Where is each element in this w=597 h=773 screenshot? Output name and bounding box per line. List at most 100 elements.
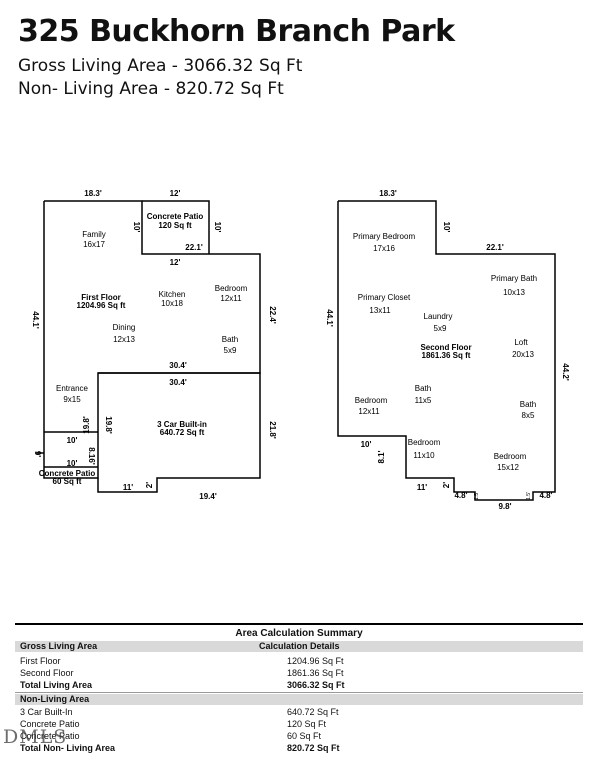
second-floor-outline [337,200,556,501]
room-size: 5x9 [434,324,447,333]
room-size: 12x13 [113,335,135,344]
room-size: 16x17 [83,240,105,249]
dim-label: 8.1' [377,450,386,463]
dim-label: 10' [67,436,78,445]
dim-label: 19.8' [82,416,91,434]
table-row: 3 Car Built-In 640.72 Sq Ft [15,707,583,719]
row-label: First Floor [20,656,61,666]
room-size: 12x11 [358,407,380,416]
dim-label: 19.8' [104,416,113,434]
dim-label: 18.3' [84,189,102,198]
room-name: Bath [222,335,238,344]
area-summary-table: Area Calculation Summary Gross Living Ar… [15,623,583,773]
row-label: Concrete Patio [20,719,80,729]
dim-label: 22.1' [486,243,504,252]
dim-label: 11' [123,483,133,492]
first-floor-labels: 18.3' 12' 10' 10' 12' 22.1' 44.1' 22.4' … [31,189,277,501]
page-title: 325 Buckhorn Branch Park [18,14,455,49]
room-name: Family [82,230,106,239]
summary-title: Area Calculation Summary [235,628,363,639]
row-value: 640.72 Sq Ft [287,707,339,717]
table-row: Concrete Patio 60 Sq Ft [15,731,583,743]
room-size: 11x10 [413,451,435,460]
gross-area-line: Gross Living Area - 3066.32 Sq Ft [18,56,303,76]
room-size: 17x16 [373,244,395,253]
row-label: Second Floor [20,668,74,678]
room-size: 10x18 [161,299,183,308]
total-row: Total Non- Living Area 820.72 Sq Ft [15,743,583,755]
row-value: 1204.96 Sq Ft [287,656,344,666]
gross-living-header: Gross Living Area Calculation Details [15,641,583,652]
room-name: 3 Car Built-in [157,420,207,429]
room-size: 120 Sq ft [158,221,192,230]
room-name: Concrete Patio [147,212,204,221]
room-name: First Floor [81,293,121,302]
nonliving-header-label: Non-Living Area [20,694,90,704]
table-row: Second Floor 1861.36 Sq Ft [15,668,583,680]
row-label: Total Living Area [20,680,93,690]
summary-top-rule [15,623,583,625]
dim-label: 1.5' [474,492,480,500]
room-name: Primary Bath [491,274,537,283]
dim-label: 10' [361,440,372,449]
room-name: Bedroom [215,284,248,293]
room-size: 640.72 Sq ft [160,428,205,437]
dim-label: 10' [132,222,141,233]
dim-label: 10' [213,222,222,233]
room-size: 1204.96 Sq ft [77,301,126,310]
dim-label: 30.4' [169,378,187,387]
table-row: First Floor 1204.96 Sq Ft [15,656,583,668]
dim-label: 2' [145,482,154,488]
first-floor-outline [36,200,261,493]
dim-label: 22.4' [268,306,277,324]
dim-label: 9.8' [498,502,511,511]
room-name: Laundry [424,312,453,321]
room-name: Concrete Patio [39,469,96,478]
row-value: 60 Sq Ft [287,731,322,741]
room-name: Entrance [56,384,89,393]
total-row: Total Living Area 3066.32 Sq Ft [15,680,583,692]
room-size: 12x11 [220,294,242,303]
dim-label: 44.1' [31,311,40,329]
nonliving-area-line: Non- Living Area - 820.72 Sq Ft [18,79,284,99]
dim-label: 12' [170,189,181,198]
row-label: Total Non- Living Area [20,743,116,753]
dim-label: 44.2' [561,363,570,381]
dim-label: 4.8' [539,491,552,500]
second-floor-labels: 18.3' 10' 22.1' 44.1' 44.2' 10' 8.1' 11'… [325,189,570,511]
dim-label: 8.16' [87,447,96,465]
row-label: 3 Car Built-In [20,707,73,717]
room-name: Bath [520,400,536,409]
details-header-label: Calculation Details [259,641,340,651]
room-size: 10x13 [503,288,525,297]
row-value: 3066.32 Sq Ft [287,680,345,690]
room-name: Bath [415,384,431,393]
dmls-watermark: DMLS [3,726,68,748]
room-name: Primary Closet [358,293,411,302]
nonliving-header: Non-Living Area [15,694,583,705]
dim-label: 19.4' [199,492,217,501]
room-name: Bedroom [355,396,388,405]
dim-label: 10' [67,459,78,468]
gross-header-label: Gross Living Area [20,641,98,651]
room-size: 5x9 [224,346,237,355]
dim-label: 11' [417,483,427,492]
room-size: 1861.36 Sq ft [422,351,471,360]
room-name: Primary Bedroom [353,232,416,241]
table-row: Concrete Patio 120 Sq Ft [15,719,583,731]
dim-label: 30.4' [169,361,187,370]
room-size: 60 Sq ft [53,477,82,486]
dim-label: 2' [442,482,451,488]
room-size: 9x15 [63,395,81,404]
dim-label: 10' [442,222,451,233]
dim-label: 9' [33,451,42,457]
dim-label: 4.8' [454,491,467,500]
room-size: 11x5 [415,396,432,405]
room-size: 8x5 [522,411,535,420]
dim-label: 44.1' [325,309,334,327]
dim-label: 21.8' [268,421,277,439]
dim-label: 1.5' [526,492,532,500]
row-divider [15,692,583,693]
dim-label: 18.3' [379,189,397,198]
room-name: Bedroom [408,438,441,447]
